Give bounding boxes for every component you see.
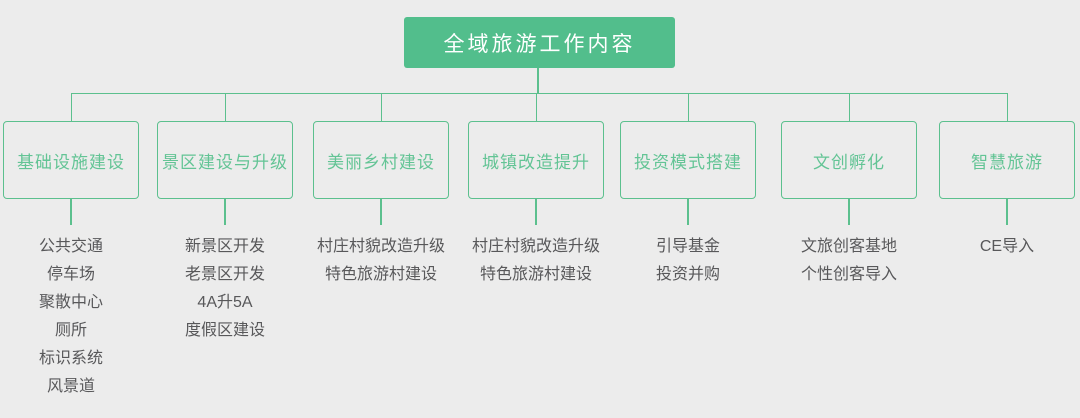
branch-item: 老景区开发 — [184, 266, 265, 283]
branch-items-6: 文旅创客基地个性创客导入 — [749, 233, 949, 289]
branch-item: 标识系统 — [38, 350, 103, 367]
branch-node-label: 智慧旅游 — [971, 152, 1043, 172]
branch-drop-connector-2 — [225, 93, 226, 121]
branch-stem-connector-7 — [1006, 199, 1008, 225]
branch-items-1: 公共交通停车场聚散中心厕所标识系统风景道 — [0, 233, 171, 401]
branch-stem-connector-5 — [687, 199, 689, 225]
branch-node-label: 景区建设与升级 — [162, 152, 288, 172]
branch-items-3: 村庄村貌改造升级特色旅游村建设 — [281, 233, 481, 289]
branch-node-4: 城镇改造提升 — [468, 121, 604, 199]
root-stem-connector — [537, 68, 539, 93]
branch-items-7: CE导入 — [907, 233, 1080, 261]
root-node: 全域旅游工作内容 — [404, 17, 675, 68]
branch-node-label: 基础设施建设 — [17, 152, 125, 172]
branch-node-7: 智慧旅游 — [939, 121, 1075, 199]
branch-node-5: 投资模式搭建 — [620, 121, 756, 199]
branch-stem-connector-4 — [535, 199, 537, 225]
branch-node-label: 投资模式搭建 — [634, 152, 742, 172]
branch-item: 风景道 — [46, 378, 95, 395]
branch-stem-connector-1 — [70, 199, 72, 225]
branch-item: 投资并购 — [655, 266, 720, 283]
branch-drop-connector-4 — [536, 93, 537, 121]
branch-drop-connector-5 — [688, 93, 689, 121]
branch-item: 村庄村貌改造升级 — [471, 238, 600, 255]
branch-item: 村庄村貌改造升级 — [316, 238, 445, 255]
branch-item: 新景区开发 — [184, 238, 265, 255]
branch-item: 引导基金 — [655, 238, 720, 255]
branch-item: 公共交通 — [38, 238, 103, 255]
branch-node-6: 文创孵化 — [781, 121, 917, 199]
branch-item: 特色旅游村建设 — [479, 266, 592, 283]
branch-stem-connector-3 — [380, 199, 382, 225]
branch-stem-connector-2 — [224, 199, 226, 225]
branch-drop-connector-1 — [71, 93, 72, 121]
branch-item: 停车场 — [46, 266, 95, 283]
branch-node-1: 基础设施建设 — [3, 121, 139, 199]
branch-item: 4A升5A — [197, 294, 253, 311]
branch-item: 特色旅游村建设 — [324, 266, 437, 283]
branch-item: 厕所 — [54, 322, 87, 339]
branch-node-3: 美丽乡村建设 — [313, 121, 449, 199]
branch-node-label: 美丽乡村建设 — [327, 152, 435, 172]
branch-items-5: 引导基金投资并购 — [588, 233, 788, 289]
branch-node-2: 景区建设与升级 — [157, 121, 293, 199]
root-node-label: 全域旅游工作内容 — [443, 32, 636, 56]
branch-drop-connector-7 — [1007, 93, 1008, 121]
branch-drop-connector-6 — [849, 93, 850, 121]
branch-items-4: 村庄村貌改造升级特色旅游村建设 — [436, 233, 636, 289]
branch-node-label: 文创孵化 — [813, 152, 885, 172]
horizontal-connector — [71, 93, 1007, 94]
branch-items-2: 新景区开发老景区开发 4A升5A 度假区建设 — [125, 233, 325, 345]
branch-item: 文旅创客基地 — [800, 238, 897, 255]
branch-drop-connector-3 — [381, 93, 382, 121]
branch-stem-connector-6 — [848, 199, 850, 225]
branch-item: CE导入 — [979, 238, 1035, 255]
branch-item: 个性创客导入 — [800, 266, 897, 283]
branch-item: 聚散中心 — [38, 294, 103, 311]
branch-item: 度假区建设 — [184, 322, 265, 339]
branch-node-label: 城镇改造提升 — [482, 152, 590, 172]
